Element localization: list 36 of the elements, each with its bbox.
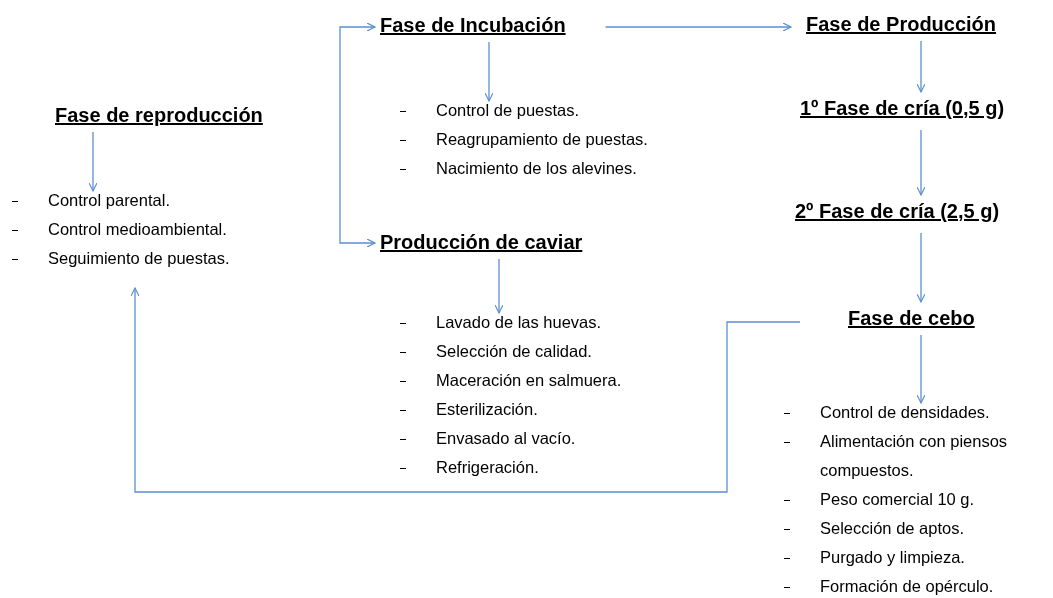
list-item: Formación de opérculo.: [820, 576, 994, 597]
phase-heading: 2º Fase de cría (2,5 g): [795, 200, 1000, 223]
arrow: [916, 334, 926, 404]
arrow: [130, 287, 801, 493]
list-item: Nacimiento de los alevines.: [436, 158, 637, 179]
list-item: Control parental.: [48, 190, 170, 211]
phase-heading: Fase de reproducción: [55, 104, 263, 127]
list-item: Control de densidades.: [820, 402, 990, 423]
list-item: Peso comercial 10 g.: [820, 489, 975, 510]
arrow: [484, 41, 494, 102]
arrow: [916, 40, 926, 93]
list-item: Envasado al vacío.: [436, 428, 576, 449]
list-item: Selección de aptos.: [820, 518, 964, 539]
list-item: Esterilización.: [436, 399, 538, 420]
arrow: [604, 22, 792, 32]
phase-heading: Producción de caviar: [380, 231, 583, 254]
arrow: [339, 134, 376, 248]
list-item: Control de puestas.: [436, 100, 580, 121]
list-item: Purgado y limpieza.: [820, 547, 965, 568]
list-item: Maceración en salmuera.: [436, 370, 622, 391]
arrow: [339, 22, 376, 136]
arrow: [88, 131, 98, 192]
list-item: Refrigeración.: [436, 457, 539, 478]
phase-heading: Fase de Incubación: [380, 14, 566, 37]
arrow: [916, 232, 926, 303]
list-item: Alimentación con piensos compuestos.: [820, 431, 1009, 481]
arrow: [916, 129, 926, 196]
phase-heading: 1º Fase de cría (0,5 g): [800, 97, 1005, 120]
list-item: Control medioambiental.: [48, 219, 227, 240]
list-item: Seguimiento de puestas.: [48, 248, 230, 269]
list-item: Selección de calidad.: [436, 341, 592, 362]
list-item: Reagrupamiento de puestas.: [436, 129, 648, 150]
arrow: [494, 258, 504, 314]
phase-heading: Fase de Producción: [806, 13, 997, 36]
phase-heading: Fase de cebo: [848, 307, 975, 330]
list-item: Lavado de las huevas.: [436, 312, 602, 333]
